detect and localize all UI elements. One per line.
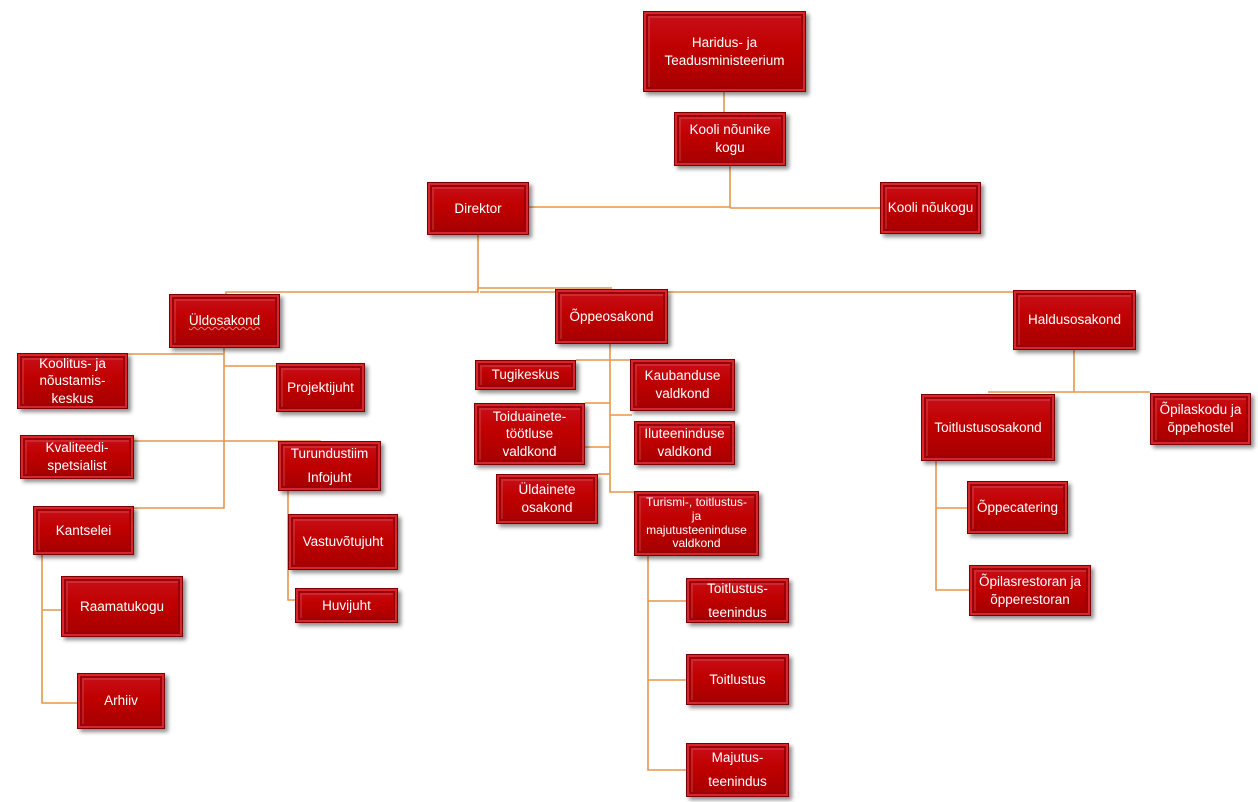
node-marketing-team: Turundustiim Infojuht [278,441,381,491]
connector [527,206,880,209]
connector [988,350,1150,393]
node-catering-dept: Toitlustusosakond [921,394,1055,461]
node-training-center: Koolitus- ja nõustamis- keskus [17,353,128,409]
node-archive: Arhiiv [77,673,165,729]
node-quality-specialist: Kvaliteedi- spetsialist [20,435,134,479]
node-beauty: Iluteeninduse valdkond [634,421,735,465]
node-library: Raamatukogu [61,576,183,637]
connector [41,555,78,704]
connector [225,235,479,296]
node-hobby: Huvijuht [295,588,398,623]
node-director: Direktor [427,182,529,235]
node-student-restaurant: Õpilasrestoran ja õpperestoran [969,565,1091,616]
node-project-manager: Projektijuht [276,363,365,412]
node-maintenance: Haldusosakond [1013,290,1136,350]
node-ministry: Haridus- ja Teadusministeerium [643,11,806,92]
connector [935,460,970,591]
connector [585,402,610,448]
node-trade: Kaubanduse valdkond [630,359,735,411]
node-office: Kantselei [33,506,134,555]
node-dormitory: Õpilaskodu ja õppehostel [1150,393,1251,445]
node-tourism: Turismi-, toitlustus- ja majutusteenindu… [634,491,759,556]
node-reception: Vastuvõtujuht [288,514,398,570]
node-general: Üldosakond [169,294,280,348]
node-general-label: Üldosakond [188,313,261,329]
node-general-subjects: Üldainete osakond [496,474,598,524]
node-support-center: Tugikeskus [475,360,576,390]
connector [132,440,225,509]
node-accommodation: Majutus- teenindus [686,743,789,797]
node-catering: Toitlustus [686,654,789,705]
node-study: Õppeosakond [555,289,668,344]
node-advisors: Kooli nõunike kogu [674,112,786,166]
node-council: Kooli nõukogu [880,182,981,234]
node-catering-service: Toitlustus- teenindus [686,578,789,623]
node-food-processing: Toiduainete- töötluse valdkond [474,403,585,465]
node-study-catering: Õppecatering [967,481,1068,534]
connector [647,556,688,771]
